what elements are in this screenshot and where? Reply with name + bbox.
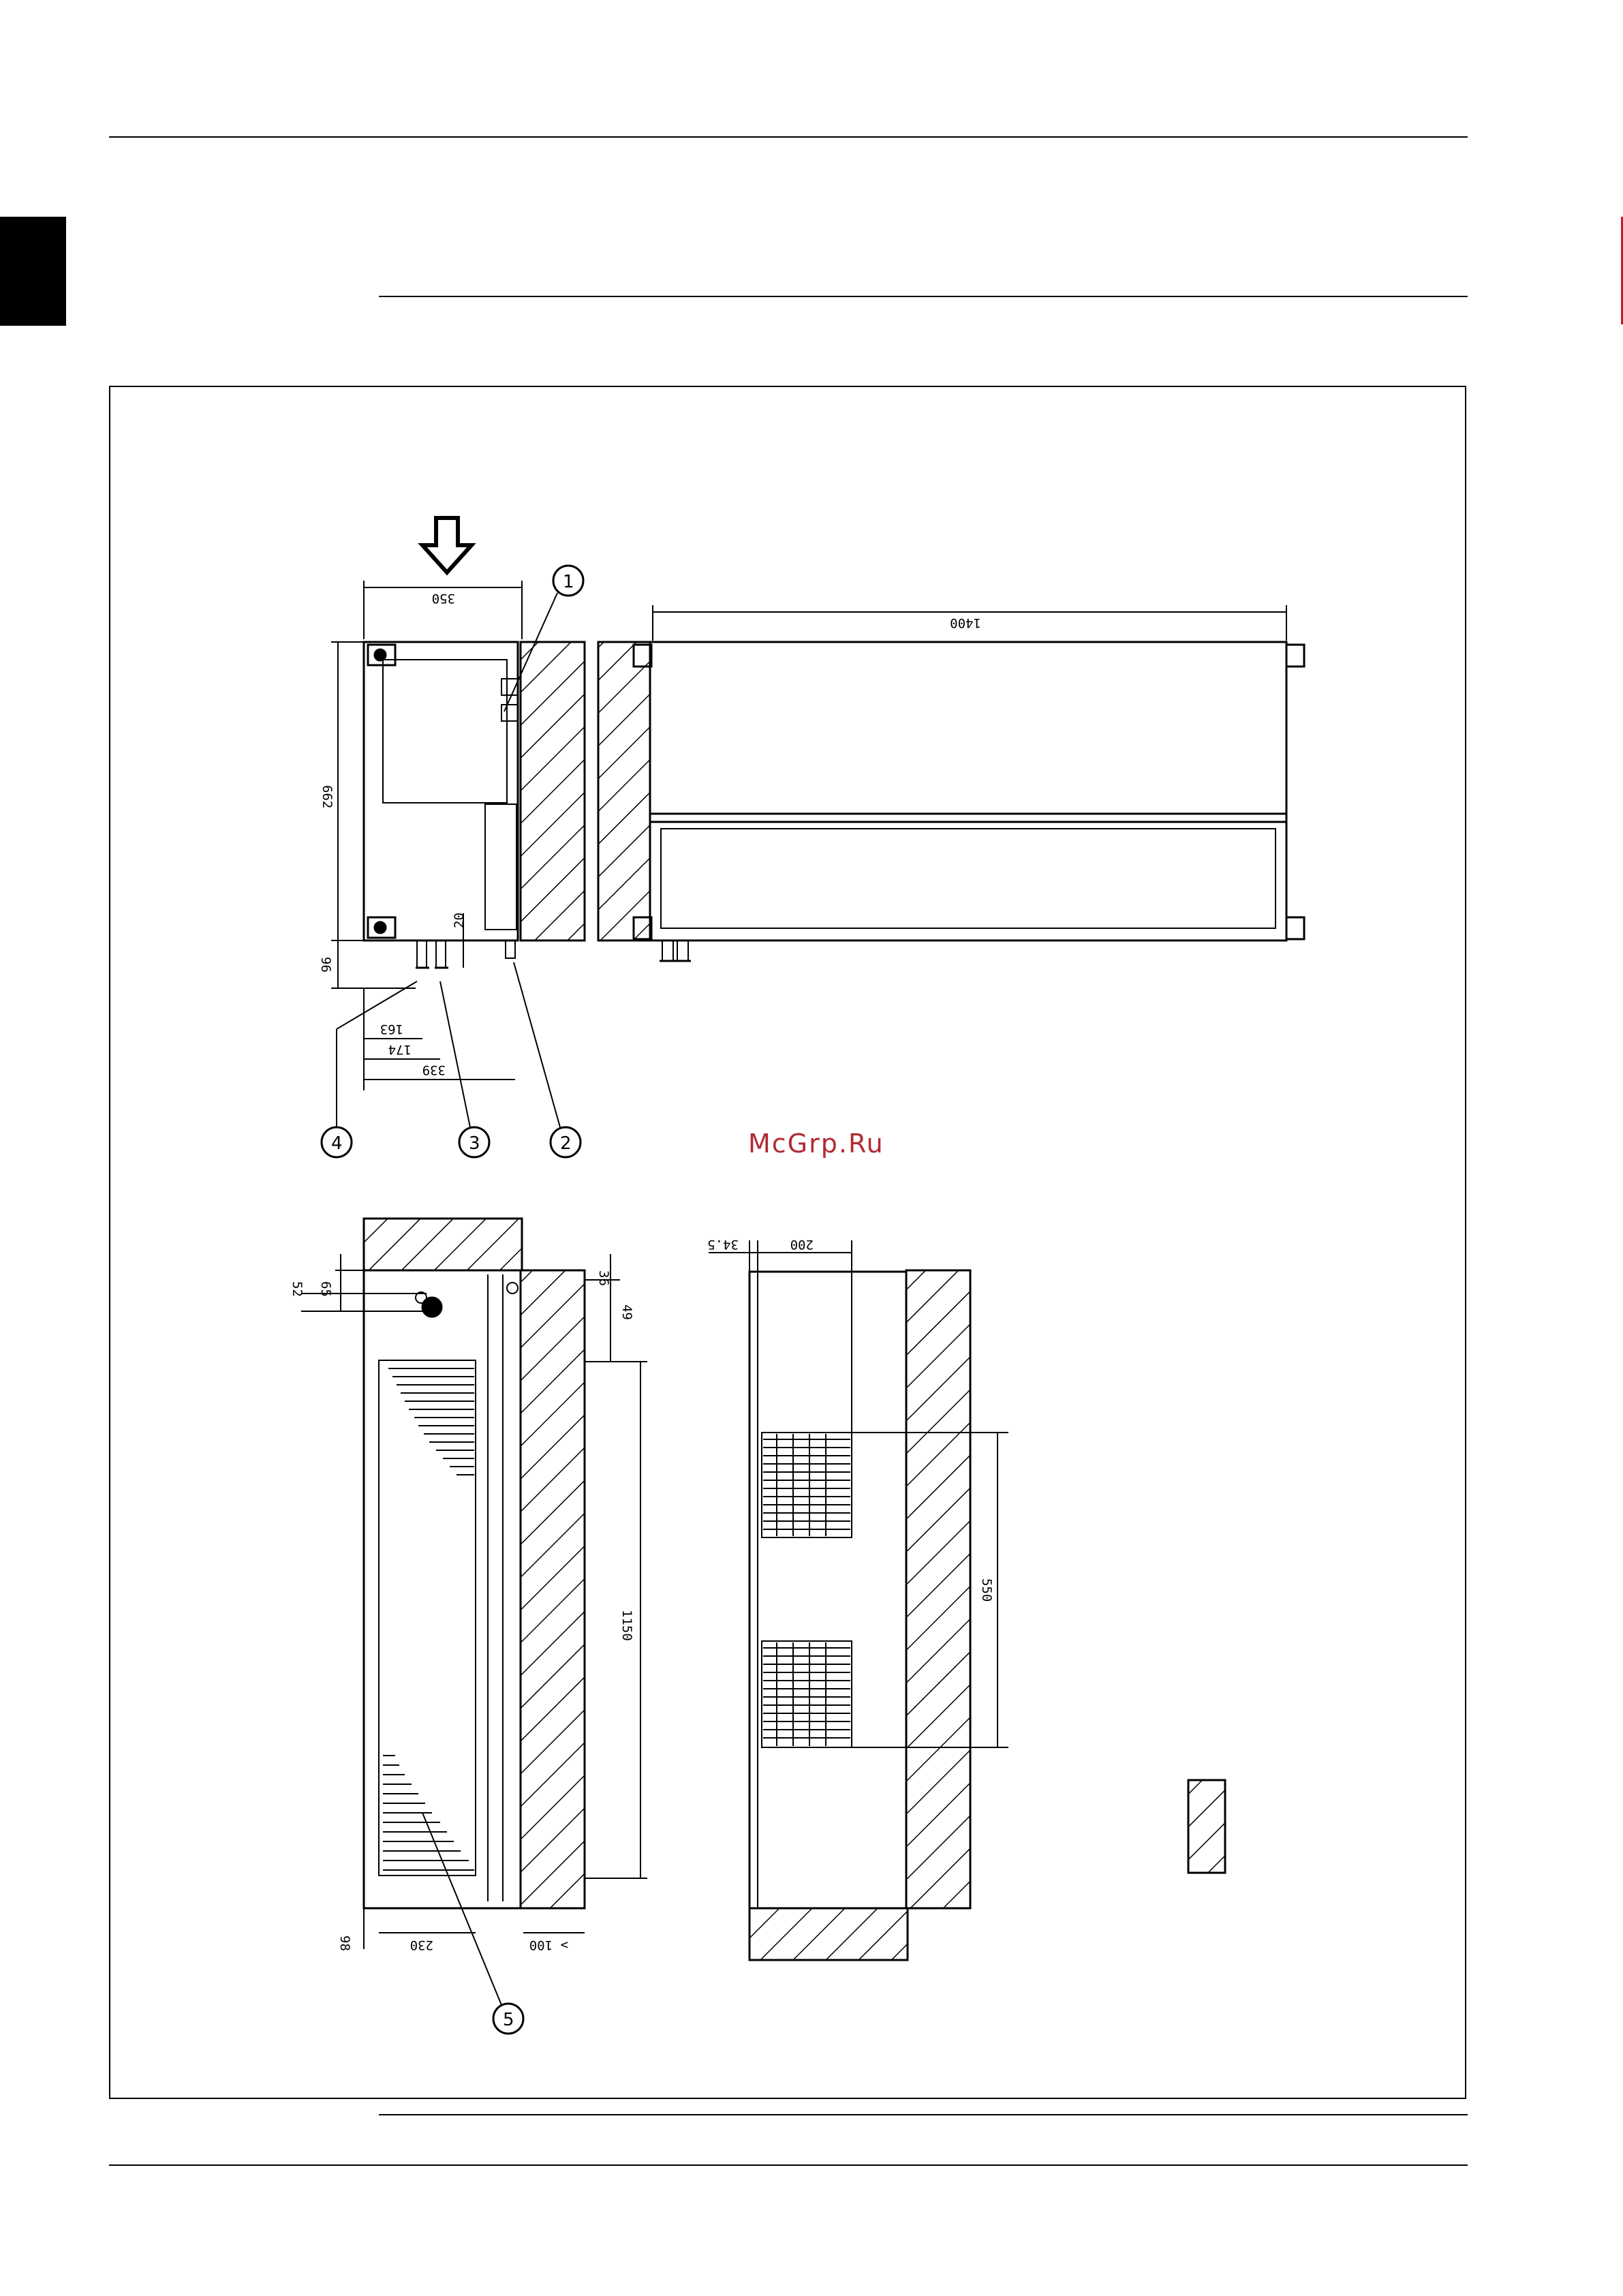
dim-front-top-right: 36 <box>596 1270 611 1286</box>
dim-front-clearance: > 100 <box>529 1938 568 1953</box>
wall-section <box>521 642 585 940</box>
callout-5-label: 5 <box>503 2010 514 2030</box>
wall-section-elevation <box>521 1270 585 1908</box>
front-elevation-dimensions <box>301 1254 647 1949</box>
dim-front-right-b: 49 <box>619 1304 634 1320</box>
dim-front-offset-b: 65 <box>318 1281 333 1297</box>
bottom-rule-short <box>379 2114 1468 2115</box>
callout-4-label: 4 <box>331 1133 343 1154</box>
louver-top <box>388 1368 474 1475</box>
legend-hatch-swatch <box>1188 1780 1225 1873</box>
dim-top-width: 350 <box>432 591 455 606</box>
dim-front-bottom-left: 98 <box>337 1935 352 1951</box>
plan-grille-bottom <box>763 1642 850 1746</box>
wall-section-plan <box>906 1270 970 1908</box>
long-view <box>634 605 1304 961</box>
airflow-arrow-icon <box>422 518 472 572</box>
dim-pipe-b: 174 <box>388 1042 412 1057</box>
dim-base-height: 96 <box>318 957 333 973</box>
dim-side-height: 662 <box>320 785 335 808</box>
footer-rule <box>109 2164 1468 2166</box>
dim-plan-grille-span: 550 <box>979 1578 994 1602</box>
dim-plan-grille-width: 200 <box>790 1237 814 1252</box>
side-view-dimensions <box>331 581 522 1090</box>
floor-section-plan <box>749 1908 908 1960</box>
ceiling-section <box>364 1219 522 1270</box>
watermark: McGrp.Ru <box>748 1129 884 1159</box>
plan-grille-top <box>763 1434 850 1536</box>
callout-1-label: 1 <box>563 572 574 592</box>
side-view <box>364 518 518 968</box>
dim-front-offset-a: 52 <box>290 1281 305 1297</box>
callout-2-label: 2 <box>560 1133 572 1154</box>
wall-section-front <box>598 642 650 940</box>
dim-front-height: 1150 <box>619 1610 634 1641</box>
callout-3-label: 3 <box>469 1133 480 1154</box>
louver-bottom <box>383 1756 474 1870</box>
plan-view <box>749 1272 906 1908</box>
dim-plan-left-offset: 34.5 <box>707 1237 739 1252</box>
dim-front-bottom-width: 230 <box>410 1938 433 1953</box>
dim-top-length: 1400 <box>950 615 981 630</box>
dim-pipe-c: 339 <box>422 1062 446 1077</box>
dim-pipe-offset: 20 <box>452 913 467 928</box>
dim-pipe-a: 163 <box>380 1022 403 1037</box>
